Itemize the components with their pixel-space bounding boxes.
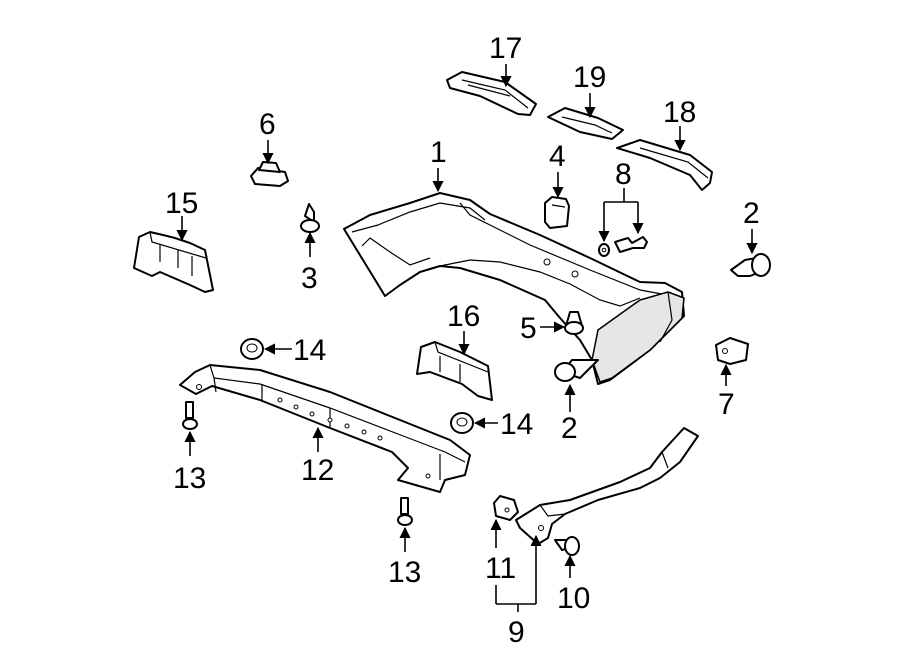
callout-14-lower: 14: [500, 408, 533, 441]
callout-1: 1: [430, 136, 447, 169]
part-6-nut-clip: [250, 161, 289, 187]
callout-2-right: 2: [743, 197, 760, 230]
part-13-bolt-left: [182, 401, 198, 430]
part-17-step-pad: [446, 71, 537, 116]
part-1-bumper-cover: [343, 192, 685, 385]
callout-13-lower: 13: [388, 556, 421, 589]
callout-14-upper: 14: [293, 334, 326, 367]
callout-4: 4: [549, 140, 566, 173]
part-11-clip: [493, 495, 519, 521]
part-15-energy-absorber: [133, 231, 214, 293]
part-2-push-pin-center: [554, 359, 599, 382]
part-16-energy-absorber: [416, 341, 493, 401]
callout-10: 10: [557, 582, 590, 615]
part-14-nut-upper: [240, 338, 264, 360]
part-12-reinforcement: [179, 364, 471, 493]
callout-2-center: 2: [561, 412, 578, 445]
callout-13-left: 13: [173, 462, 206, 495]
callout-18: 18: [663, 96, 696, 129]
part-14-nut-lower: [450, 412, 474, 434]
part-9-bracket: [515, 427, 699, 545]
part-13-bolt-lower: [397, 497, 413, 526]
part-5-clip: [564, 311, 584, 335]
leader-lines: [176, 64, 758, 612]
callout-8: 8: [615, 158, 632, 191]
callout-6: 6: [259, 108, 276, 141]
part-2-push-pin-right: [730, 253, 771, 277]
callout-17: 17: [489, 32, 522, 65]
callout-labels: 17 19 18 1 4 8 6 2 15 3 16 14 5 2 7 14 1…: [165, 32, 760, 649]
callout-9: 9: [508, 616, 525, 649]
callout-5: 5: [520, 312, 537, 345]
callout-11: 11: [485, 552, 516, 585]
part-4-bracket: [544, 196, 570, 229]
part-10-push-pin: [554, 536, 580, 556]
callout-7: 7: [718, 388, 735, 421]
part-7-clip: [715, 337, 749, 365]
callout-16: 16: [447, 300, 480, 333]
callout-19: 19: [573, 61, 606, 94]
callout-3: 3: [301, 262, 318, 295]
callout-15: 15: [165, 187, 198, 220]
callout-12: 12: [301, 454, 334, 487]
part-8-bolt-washer: [598, 236, 648, 257]
part-19-step-pad: [547, 107, 624, 140]
part-18-step-pad: [616, 139, 713, 191]
part-3-screw: [300, 203, 320, 233]
